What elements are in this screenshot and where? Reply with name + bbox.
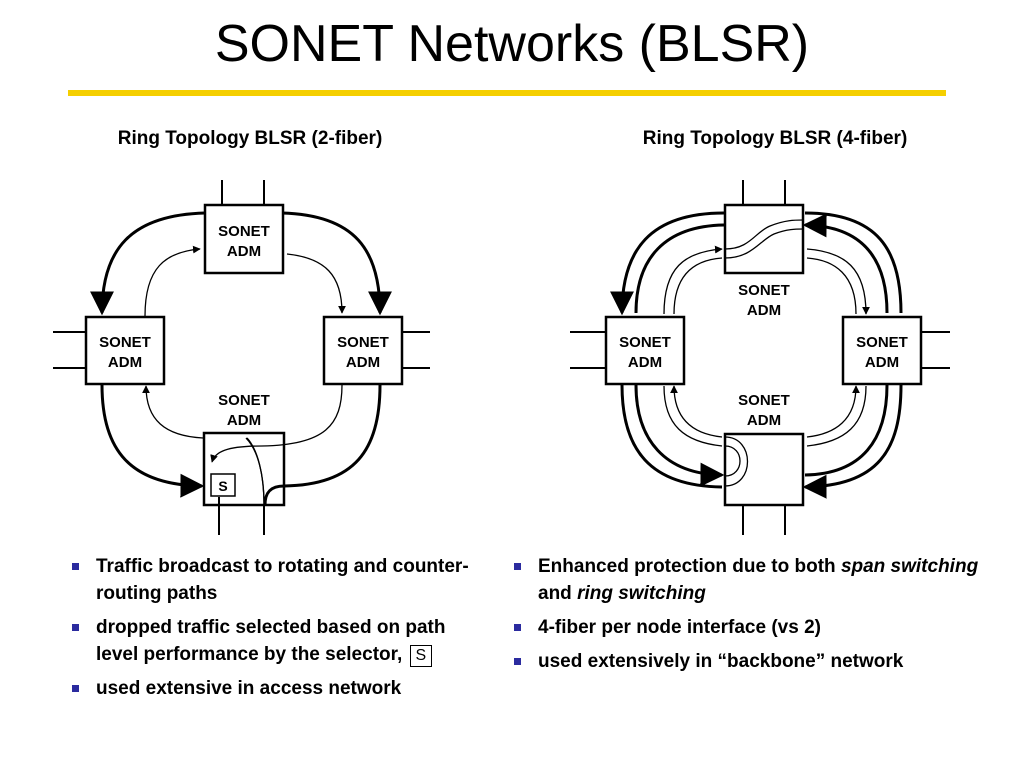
two-fiber-ring [53, 180, 430, 535]
left-top-label-1: SONET [218, 223, 270, 240]
selector-badge: S [409, 645, 433, 667]
left-left-label-1: SONET [99, 334, 151, 351]
right-bullet-1-part-3: and [538, 583, 578, 604]
right-right-label-1: SONET [856, 334, 908, 351]
bullet-square-icon [514, 624, 521, 631]
bullet-square-icon [72, 685, 79, 692]
left-bullet-3-text: used extensive in access network [96, 678, 402, 699]
left-diagram-subtitle: Ring Topology BLSR (2-fiber) [117, 128, 383, 149]
right-bullet-3-text: used extensively in “backbone” network [538, 651, 904, 672]
left-node-left-box [84, 315, 166, 386]
right-node-labels: SONET ADM SONET ADM SONET ADM SONET ADM [619, 282, 908, 429]
left-bullet-2: dropped traffic selected based on path l… [70, 614, 470, 668]
right-diagram-subtitle: Ring Topology BLSR (4-fiber) [642, 128, 908, 149]
bullet-square-icon [514, 658, 521, 665]
right-bullet-3: used extensively in “backbone” network [512, 648, 992, 675]
right-node-bottom-box [723, 432, 805, 507]
right-bullet-2: 4-fiber per node interface (vs 2) [512, 614, 992, 641]
right-node-right-box [841, 315, 923, 386]
right-node-left-box [604, 315, 686, 386]
span-switch-path [724, 219, 804, 259]
right-node-top-box [723, 203, 805, 275]
bullet-square-icon [514, 563, 521, 570]
left-bullet-3: used extensive in access network [70, 675, 470, 702]
left-bullet-2-text: dropped traffic selected based on path l… [96, 617, 446, 665]
left-node-top-box [203, 203, 285, 275]
left-ring-stubs [53, 180, 430, 535]
left-outer-fiber [90, 211, 392, 506]
ring-switch-loopback [724, 436, 748, 487]
selector-label: S [218, 478, 227, 494]
four-fiber-ring [570, 180, 950, 535]
left-node-right-box [322, 315, 404, 386]
left-node-labels: SONET ADM SONET ADM SONET ADM SONET ADM … [99, 223, 389, 494]
left-bottom-label-1: SONET [218, 392, 270, 409]
left-bullet-list: Traffic broadcast to rotating and counte… [70, 553, 470, 709]
right-bottom-label-2: ADM [747, 412, 781, 429]
right-bullet-1-part-4: ring switching [577, 583, 706, 604]
right-bullet-2-text: 4-fiber per node interface (vs 2) [538, 617, 821, 638]
right-top-label-1: SONET [738, 282, 790, 299]
bullet-square-icon [72, 563, 79, 570]
bullet-square-icon [72, 624, 79, 631]
title-underline [68, 90, 946, 96]
right-bullet-1-part-1: Enhanced protection due to both [538, 556, 841, 577]
right-left-label-1: SONET [619, 334, 671, 351]
left-top-label-2: ADM [227, 243, 261, 260]
right-bullet-1-part-2: span switching [840, 556, 979, 577]
left-bottom-label-2: ADM [227, 412, 261, 429]
right-ring-stubs [570, 180, 950, 535]
right-left-label-2: ADM [628, 354, 662, 371]
left-inner-fiber [142, 245, 346, 506]
right-bottom-label-1: SONET [738, 392, 790, 409]
slide-title: SONET Networks (BLSR) [214, 15, 810, 73]
right-inner-fibers [663, 245, 870, 447]
left-right-label-1: SONET [337, 334, 389, 351]
right-top-label-2: ADM [747, 302, 781, 319]
left-bullet-1: Traffic broadcast to rotating and counte… [70, 553, 470, 607]
right-bullet-list: Enhanced protection due to both span swi… [512, 553, 992, 682]
right-outer-fibers [610, 211, 903, 499]
left-right-label-2: ADM [346, 354, 380, 371]
right-bullet-1: Enhanced protection due to both span swi… [512, 553, 992, 607]
selector-box [210, 473, 236, 497]
left-node-bottom-box [202, 431, 286, 507]
left-bullet-1-text: Traffic broadcast to rotating and counte… [96, 556, 469, 604]
left-left-label-2: ADM [108, 354, 142, 371]
right-right-label-2: ADM [865, 354, 899, 371]
